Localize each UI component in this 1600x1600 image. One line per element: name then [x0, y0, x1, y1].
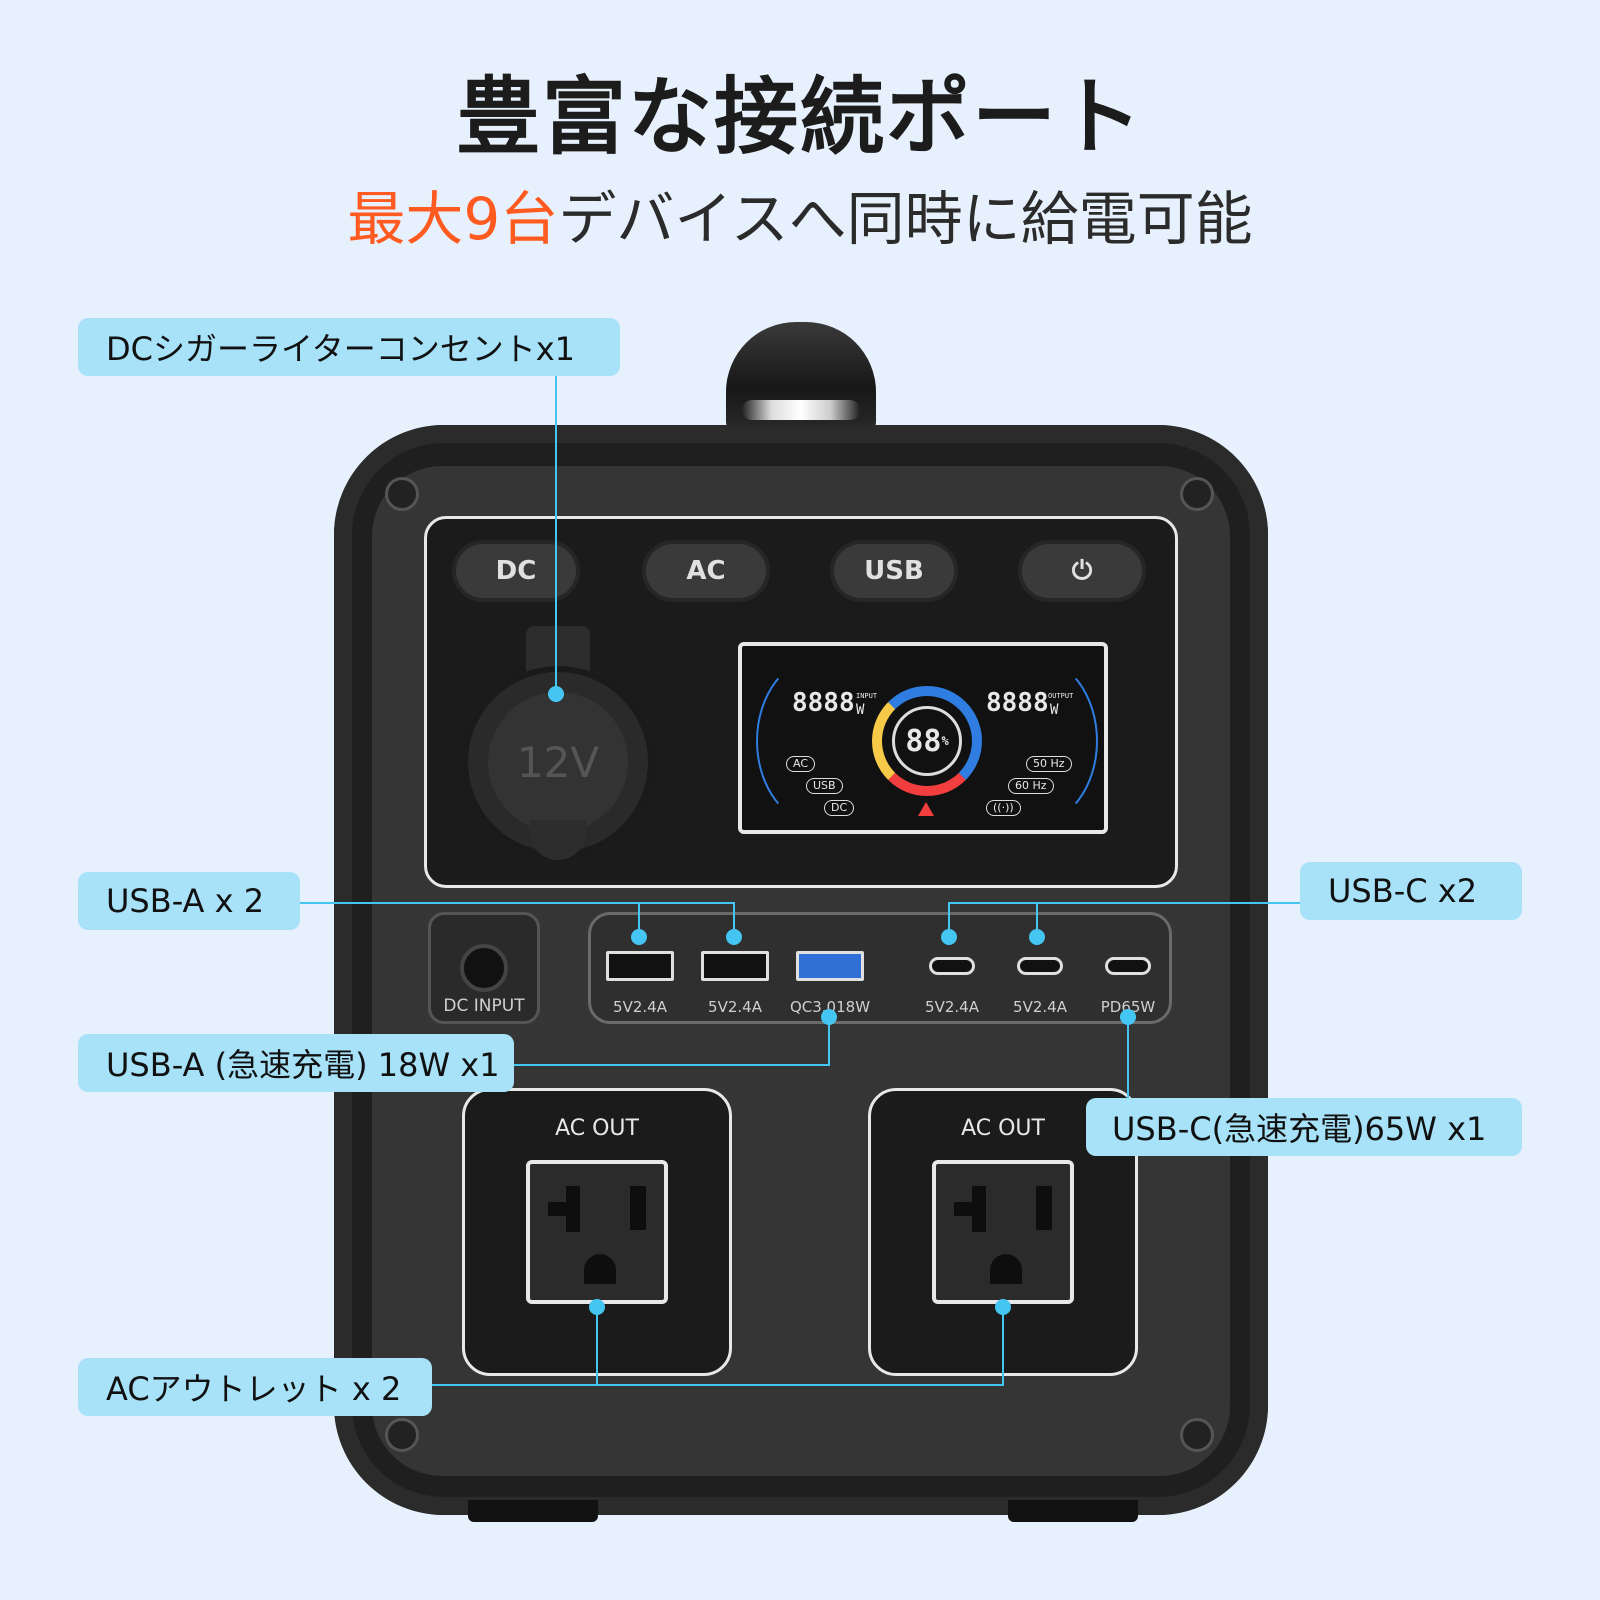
leader-line	[948, 902, 1302, 904]
lcd-input-caption: INPUT	[856, 692, 878, 700]
lcd-arc-right	[968, 656, 1098, 826]
lcd-output-caption: OUTPUT	[1048, 692, 1074, 700]
page-title: 豊富な接続ポート	[455, 68, 1144, 166]
socket-cap: 12V	[488, 692, 628, 832]
leader-line	[596, 1306, 598, 1386]
leader-dot	[941, 929, 957, 945]
leader-dot	[631, 929, 647, 945]
screw-icon	[1180, 1418, 1214, 1452]
callout-ac-outlet: ACアウトレット x 2	[78, 1358, 432, 1416]
leader-line	[948, 902, 950, 936]
dc-button[interactable]: DC	[452, 540, 580, 602]
dc-input-label: DC INPUT	[443, 996, 525, 1016]
leader-line	[555, 374, 557, 694]
power-button[interactable]: ⏻	[1018, 540, 1146, 602]
leader-dot	[821, 1009, 837, 1025]
leader-line	[733, 902, 735, 936]
usb-c-port	[1017, 957, 1063, 975]
leader-line	[512, 1064, 830, 1066]
leader-dot	[589, 1299, 605, 1315]
port-label: 5V2.4A	[613, 998, 667, 1016]
leader-line	[430, 1384, 1004, 1386]
battery-readout: 88%	[892, 706, 962, 776]
screw-icon	[385, 1418, 419, 1452]
ac-outlet-label: AC OUT	[555, 1116, 639, 1141]
leader-dot	[548, 686, 564, 702]
lcd-arc-left	[756, 656, 886, 826]
port-label: 5V2.4A	[1013, 998, 1067, 1016]
lcd-input-unit: W	[856, 702, 865, 718]
battery-ring	[872, 686, 982, 796]
callout-usb-c-fast: USB-C(急速充電)65W x1	[1086, 1098, 1522, 1156]
port-label: 5V2.4A	[708, 998, 762, 1016]
usb-a-fast-port	[796, 951, 864, 981]
lcd-tag-ac: AC	[786, 756, 816, 772]
usb-c-pd-port	[1105, 957, 1151, 975]
device-foot-left	[468, 1500, 598, 1522]
device-foot-right	[1008, 1500, 1138, 1522]
leader-line	[1127, 1016, 1129, 1128]
callout-dc-cigarette: DCシガーライターコンセントx1	[78, 318, 620, 376]
lcd-display: 8888 INPUT W 8888 OUTPUT W 88% AC USB DC…	[738, 642, 1108, 834]
callout-usb-a: USB-A x 2	[78, 872, 300, 930]
usb-a-port	[701, 951, 769, 981]
socket-12v-label: 12V	[516, 737, 600, 787]
battery-value: 88	[905, 723, 942, 759]
dc-input-port	[460, 944, 508, 992]
subtitle-rest: デバイスへ同時に給電可能	[558, 185, 1253, 253]
lcd-tag-60hz: 60 Hz	[1008, 778, 1054, 794]
leader-dot	[726, 929, 742, 945]
lcd-tag-50hz: 50 Hz	[1026, 756, 1072, 772]
battery-unit: %	[941, 734, 949, 748]
screw-icon	[1180, 477, 1214, 511]
lcd-tag-dc: DC	[824, 800, 855, 816]
usb-c-port	[929, 957, 975, 975]
usb-a-port	[606, 951, 674, 981]
callout-usb-c: USB-C x2	[1300, 862, 1522, 920]
lcd-input-value: 8888	[792, 688, 855, 718]
port-label: PD65W	[1100, 998, 1156, 1016]
usb-button[interactable]: USB	[830, 540, 958, 602]
port-label: QC3.018W	[789, 998, 871, 1016]
handle-shine	[742, 400, 860, 420]
screw-icon	[385, 477, 419, 511]
port-label: 5V2.4A	[925, 998, 979, 1016]
leader-dot	[995, 1299, 1011, 1315]
ac-button[interactable]: AC	[642, 540, 770, 602]
leader-line	[828, 1016, 830, 1066]
leader-dot	[1029, 929, 1045, 945]
ac-outlet-label: AC OUT	[961, 1116, 1045, 1141]
leader-line	[300, 902, 734, 904]
leader-line	[1036, 902, 1038, 936]
page-subtitle: 最大9台デバイスへ同時に給電可能	[0, 172, 1600, 256]
leader-line	[1002, 1306, 1004, 1386]
subtitle-accent: 最大9台	[347, 185, 559, 253]
lcd-tag-usb: USB	[806, 778, 843, 794]
leader-line	[638, 902, 640, 936]
lcd-output-value: 8888	[986, 688, 1049, 718]
callout-usb-a-fast: USB-A (急速充電) 18W x1	[78, 1034, 514, 1092]
lcd-output-unit: W	[1050, 702, 1059, 718]
ac-socket	[932, 1160, 1074, 1304]
leader-dot	[1120, 1009, 1136, 1025]
lcd-tag-wireless: ((·))	[986, 800, 1021, 816]
ac-socket	[526, 1160, 668, 1304]
usb-port-strip	[588, 912, 1172, 1024]
warning-icon	[918, 802, 934, 816]
